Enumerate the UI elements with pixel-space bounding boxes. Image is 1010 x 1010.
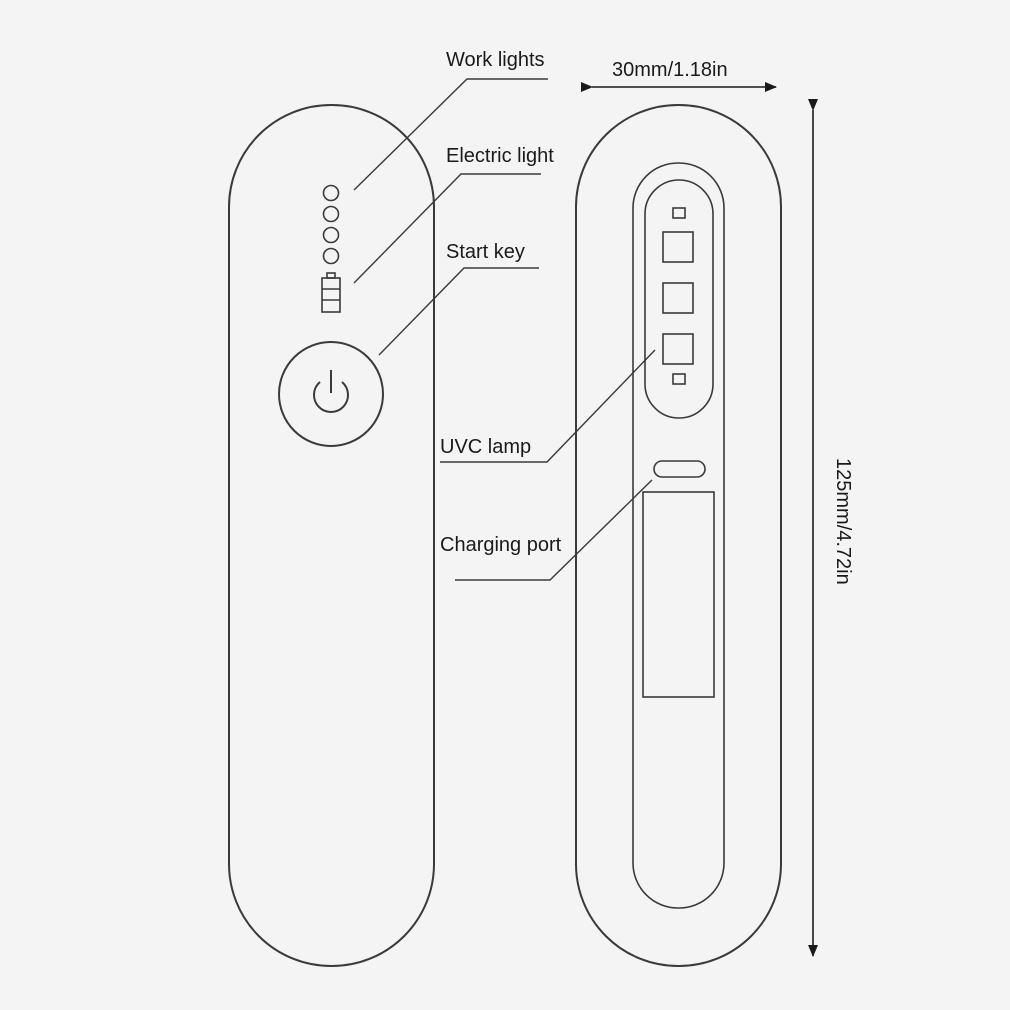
charging-port-leader: [455, 479, 653, 581]
uvc-lamp-label: UVC lamp: [440, 436, 532, 458]
electric-light-label: Electric light: [446, 145, 554, 167]
work-lights-label: Work lights: [446, 49, 545, 71]
width-dimension-label: 30mm/1.18in: [612, 59, 728, 81]
work-light-dot: [322, 184, 340, 202]
work-lights-leader: [353, 78, 548, 191]
device-front-body: [228, 104, 435, 967]
start-key-label: Start key: [446, 241, 525, 263]
uvc-led: [662, 333, 694, 365]
work-light-dot: [322, 247, 340, 265]
work-light-indicators: [322, 184, 340, 265]
charging-port-label: Charging port: [440, 534, 562, 556]
leader-lines: [353, 78, 656, 581]
work-light-dot: [322, 205, 340, 223]
start-key-leader: [378, 267, 539, 356]
uvc-lamp-leds: [662, 207, 694, 385]
start-key-button: [278, 341, 384, 447]
battery-icon: [321, 272, 341, 313]
uvc-led: [662, 231, 694, 263]
electric-light-leader: [353, 173, 541, 284]
back-label-panel: [642, 491, 715, 698]
uvc-lamp-leader: [440, 349, 656, 463]
device-back-inner-panel: [632, 162, 725, 909]
uvc-led-small: [672, 373, 686, 385]
uvc-lamp-window: [644, 179, 714, 419]
uvc-led: [662, 282, 694, 314]
uvc-led-small: [672, 207, 686, 219]
device-back-body: [575, 104, 782, 967]
height-dimension-label: 125mm/4.72in: [832, 458, 854, 585]
charging-port: [653, 460, 706, 478]
work-light-dot: [322, 226, 340, 244]
power-icon: [313, 370, 349, 413]
